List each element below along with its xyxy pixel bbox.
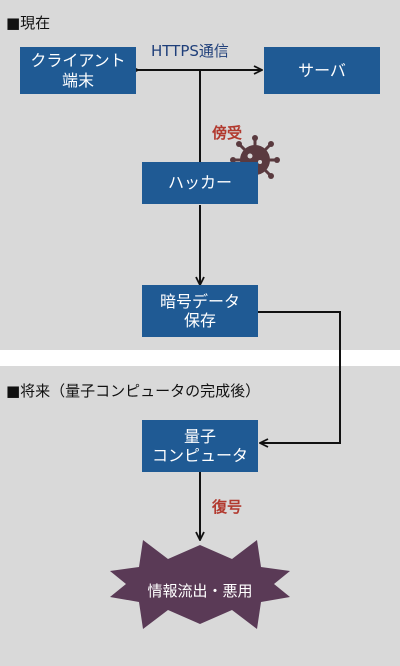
encrypted-data-box: 暗号データ 保存	[142, 285, 258, 337]
transfer-arrow	[258, 311, 341, 443]
hacker-label: ハッカー	[167, 173, 232, 193]
section-title-current: ■現在	[6, 14, 51, 32]
outcome-burst	[110, 540, 290, 629]
client-terminal-box: クライアント 端末	[20, 47, 136, 94]
https-label: HTTPS通信	[151, 42, 229, 60]
quantum-computer-label: 量子 コンピュータ	[151, 426, 248, 465]
server-label: サーバ	[298, 60, 346, 80]
section-title-future: ■将来（量子コンピュータの完成後）	[6, 382, 261, 400]
outcome-label: 情報流出・悪用	[147, 582, 253, 600]
client-terminal-label: クライアント 端末	[30, 51, 126, 90]
intercept-label: 傍受	[212, 124, 243, 142]
hacker-box: ハッカー	[142, 162, 258, 204]
server-box: サーバ	[264, 47, 380, 94]
encrypted-data-label: 暗号データ 保存	[159, 291, 240, 330]
quantum-computer-box: 量子 コンピュータ	[142, 420, 258, 472]
decrypt-label: 復号	[212, 498, 243, 516]
